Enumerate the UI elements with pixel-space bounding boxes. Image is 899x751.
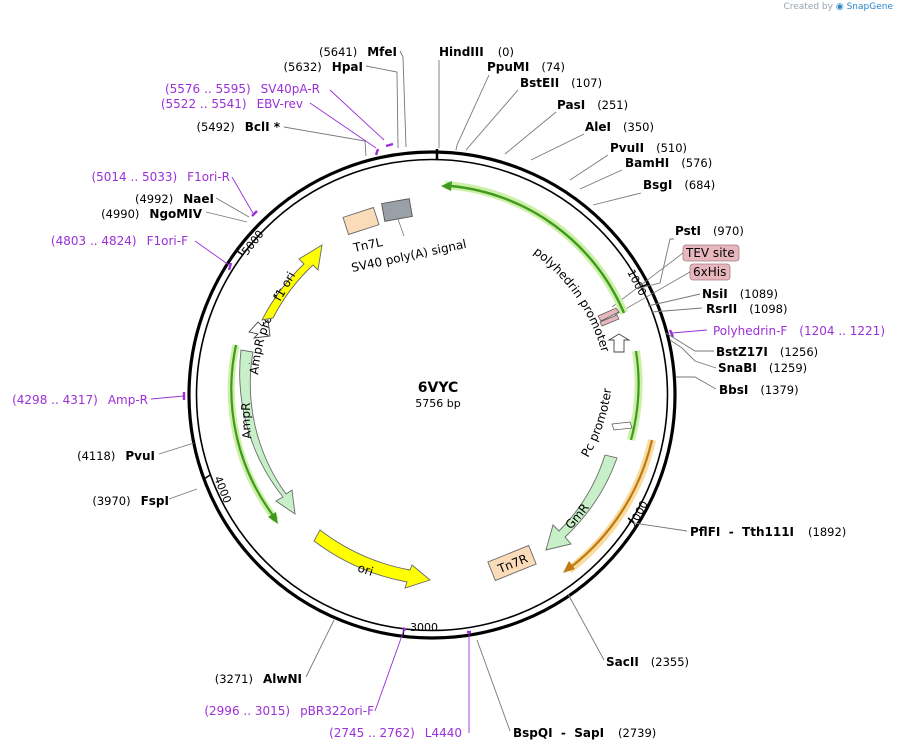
enzyme-label-alei: AleI(350) (585, 120, 654, 134)
backbone-outer-ring (187, 150, 677, 640)
enzyme-label-pasi: PasI(251) (557, 98, 628, 112)
primer-label-amp-r: (4298 .. 4317)Amp-R (12, 393, 148, 407)
ampr-arc (230, 344, 276, 519)
enzyme-label-mfei: (5641)MfeI (319, 45, 397, 59)
enzyme-label-naei: (4992)NaeI (135, 192, 214, 206)
plasmid-size: 5756 bp (415, 397, 460, 410)
enzyme-label-fspi: (3970)FspI (92, 494, 169, 508)
credit-brand: SnapGene (846, 2, 893, 12)
tick-mark-4000 (203, 474, 211, 480)
tn7r-box: Tn7R (487, 544, 537, 582)
primer-leaders (150, 89, 708, 733)
his-leader (614, 271, 691, 316)
tag-glyphs (597, 307, 620, 327)
backbone-inner-ring (195, 158, 669, 632)
tn7l-rect (342, 206, 380, 236)
enzyme-label-ppumi: PpuMI(74) (487, 60, 565, 74)
enzyme-label-sacii: SacII(2355) (606, 655, 689, 669)
snapgene-credit: Created by ◉ SnapGene (783, 2, 893, 12)
plasmid-name: 6VYC (418, 380, 459, 396)
tn7l-label: Tn7L (351, 235, 384, 255)
primer-mark-pbr322 (402, 627, 407, 631)
tick-label-1000: 1000 (624, 267, 649, 298)
snapgene-logo-icon: ◉ (835, 2, 844, 12)
ampr-promoter-label: AmpR promoter (0, 0, 290, 375)
tick-mark-1000 (640, 283, 649, 288)
tn7l-box (342, 206, 380, 236)
ori-arrow (313, 529, 431, 589)
enzyme-label-bcli: (5492)BclI * (196, 120, 280, 134)
tag-boxes: TEV site 6xHis (611, 244, 740, 316)
primer-label-pbr322ori-f: (2996 .. 3015)pBR322ori-F (204, 704, 374, 718)
enzyme-label-bsgi: BsgI(684) (643, 178, 715, 192)
enzyme-label-bstz17i: BstZ17I(1256) (716, 345, 818, 359)
gmr-arrow (545, 454, 618, 551)
enzyme-label-rsrii: RsrII(1098) (706, 302, 787, 316)
ampr-promoter-arrow (248, 319, 271, 339)
enzyme-label-pflfi-tth111i: PflFI - Tth111I(1892) (690, 525, 846, 539)
primer-mark-ebv (374, 148, 380, 156)
primer-labels: (5576 .. 5595)SV40pA-R (5522 .. 5541)EBV… (12, 82, 885, 740)
pc-arc (629, 350, 640, 441)
enzyme-label-hindiii: HindIII(0) (439, 45, 514, 59)
primer-label-sv40pa-r: (5576 .. 5595)SV40pA-R (165, 82, 320, 96)
orange-arrowhead (563, 561, 575, 573)
enzyme-label-psti: PstI(970) (675, 224, 744, 238)
polyhedrin-arrowhead (441, 181, 452, 191)
primer-mark-polyhedrin (668, 329, 675, 338)
enzyme-label-bbsi: BbsI(1379) (719, 383, 799, 397)
sv40-leader (397, 218, 405, 237)
ruler-ticks: 1000 2000 3000 4000 5000 (203, 228, 651, 636)
tick-label-3000: 3000 (410, 621, 438, 634)
primer-mark-f1ori-r (251, 210, 258, 217)
enzyme-label-snabi: SnaBI(1259) (718, 361, 807, 375)
f1-ori-label: f1 ori (270, 269, 298, 303)
pc-promoter-label: Pc promoter (578, 387, 614, 459)
tn7r-rect (487, 544, 537, 582)
pc-promoter-arrow (607, 333, 631, 353)
pc-small-glyph (611, 421, 633, 431)
tick-mark-2000 (627, 517, 635, 524)
primer-label-f1ori-r: (5014 .. 5033)F1ori-R (91, 170, 230, 184)
his-tag-label: 6xHis (693, 265, 726, 279)
polyhedrin-arc (450, 184, 626, 314)
ampr-label: AmpR (239, 402, 255, 439)
tev-leader (611, 252, 684, 308)
tick-mark-5000 (236, 250, 244, 256)
orange-arc (570, 439, 654, 568)
sv40-rect (381, 198, 413, 222)
tev-site-label: TEV site (685, 246, 735, 260)
primer-mark-sv40pa (385, 142, 394, 148)
primer-label-ebv-rev: (5522 .. 5541)EBV-rev (161, 97, 303, 111)
enzyme-label-bsteii: BstEII(107) (520, 76, 602, 90)
primer-label-polyhedrin-f: Polyhedrin-F(1204 .. 1221) (713, 324, 885, 338)
enzyme-label-nsii: NsiI(1089) (702, 287, 778, 301)
enzyme-label-alwni: (3271)AlwNI (215, 672, 302, 686)
f1-ori-arrow (261, 244, 323, 321)
primer-mark-f1ori-f (227, 262, 233, 271)
enzyme-label-bspqi-sapi: BspQI - SapI(2739) (513, 726, 656, 740)
primer-label-f1ori-f: (4803 .. 4824)F1ori-F (51, 234, 188, 248)
ampr-dots: ... (248, 357, 257, 367)
ori-label: ori (356, 561, 375, 579)
enzyme-label-pvuii: PvuII(510) (610, 141, 687, 155)
ampr-arc-arrowhead (268, 512, 278, 524)
ampr-arrow (239, 349, 296, 515)
enzyme-label-hpai: (5632)HpaI (284, 60, 363, 74)
credit-text: Created by (783, 2, 833, 12)
polyhedrin-label: polyhedrin promoter (531, 244, 612, 353)
enzyme-leaders (158, 50, 717, 732)
enzyme-label-bamhi: BamHI(576) (625, 156, 712, 170)
sv40-box (381, 198, 413, 222)
primer-label-l4440: (2745 .. 2762)L4440 (329, 726, 462, 740)
enzyme-label-ngomiv: (4990)NgoMIV (101, 207, 203, 221)
enzyme-labels: HindIII(0) PpuMI(74) BstEII(107) PasI(25… (77, 45, 846, 740)
enzyme-label-pvui: (4118)PvuI (77, 449, 155, 463)
